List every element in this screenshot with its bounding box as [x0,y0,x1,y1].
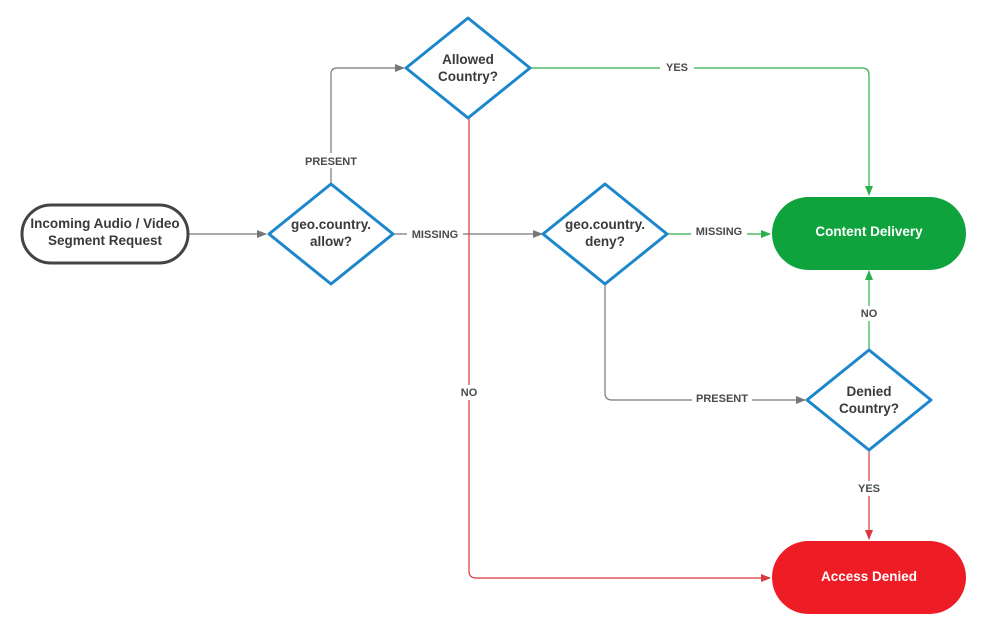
label-allow-present: PRESENT [305,156,357,168]
allowed-country-line2: Country? [438,69,498,84]
label-denied-no: NO [861,308,878,320]
deny-check-line1: geo.country. [565,217,645,232]
deny-check-decision: geo.country. deny? [541,182,669,286]
start-node-line1: Incoming Audio / Video [30,216,179,231]
allow-check-line1: geo.country. [291,217,371,232]
denied-country-decision: Denied Country? [805,348,933,452]
label-deny-missing: MISSING [696,226,742,238]
allowed-country-line1: Allowed [442,52,494,67]
allow-check-decision: geo.country. allow? [267,182,395,286]
start-node-line2: Segment Request [48,233,163,248]
edge-deny-present [604,284,806,404]
label-allow-missing: MISSING [412,229,458,241]
denied-country-line1: Denied [846,384,891,399]
label-deny-present: PRESENT [696,393,748,405]
deny-check-line2: deny? [585,234,625,249]
edge-allow-present [330,64,405,183]
content-delivery-label: Content Delivery [815,224,923,239]
label-denied-yes: YES [858,483,880,495]
access-denied-node: Access Denied [772,541,966,614]
label-allowed-yes: YES [666,62,688,74]
edge-allowed-no [468,118,771,582]
allowed-country-decision: Allowed Country? [404,16,532,120]
allow-check-line2: allow? [310,234,352,249]
denied-country-line2: Country? [839,401,899,416]
label-allowed-no: NO [461,387,478,399]
content-delivery-node: Content Delivery [772,197,966,270]
start-node: Incoming Audio / Video Segment Request [20,203,190,265]
access-denied-label: Access Denied [821,569,917,584]
edge-allowed-yes [530,67,873,196]
